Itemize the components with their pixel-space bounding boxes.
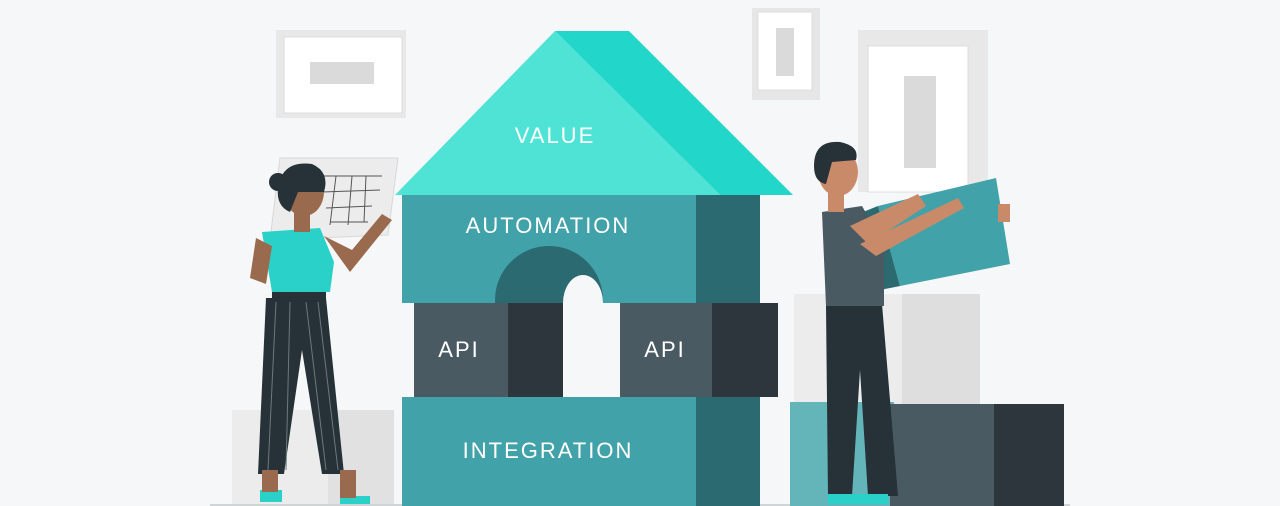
wall-frame-center: [752, 8, 820, 100]
api-right-label: API: [644, 337, 685, 362]
api-block-left: API: [414, 303, 572, 397]
automation-block: AUTOMATION: [402, 195, 760, 397]
automation-label: AUTOMATION: [466, 213, 631, 238]
api-left-label: API: [438, 337, 479, 362]
value-label: VALUE: [515, 123, 596, 148]
integration-label: INTEGRATION: [463, 438, 634, 463]
background-boxes: [232, 294, 980, 506]
wall-frame-right: [858, 30, 988, 193]
man-carrying-block-illustration: [814, 141, 1010, 504]
integration-block: INTEGRATION: [402, 397, 760, 506]
woman-with-blueprint-illustration: [250, 157, 399, 504]
wall-frame-left: [276, 30, 406, 118]
api-block-right: API: [620, 303, 778, 397]
roof: VALUE: [395, 31, 793, 195]
